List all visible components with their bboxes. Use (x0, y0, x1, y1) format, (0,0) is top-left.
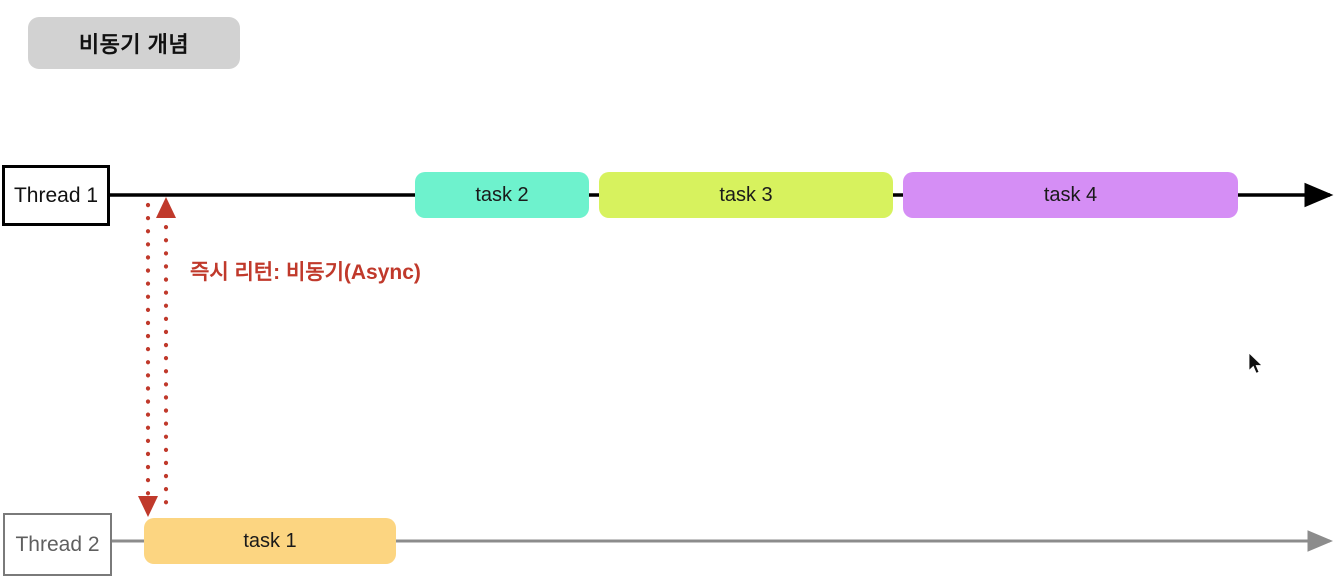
title-badge: 비동기 개념 (28, 17, 240, 69)
async-annotation-text: 즉시 리턴: 비동기(Async) (190, 261, 421, 284)
task-block-task-2: task 2 (415, 172, 589, 218)
task-block-label: task 1 (243, 530, 297, 552)
thread-1-label-box: Thread 1 (2, 165, 110, 226)
task-block-task-4: task 4 (903, 172, 1238, 218)
thread-2-label-box: Thread 2 (3, 513, 112, 576)
async-return-up-arrowhead (156, 197, 176, 218)
task-block-label: task 3 (719, 184, 773, 206)
thread-1-label: Thread 1 (13, 184, 99, 207)
task-block-label: task 2 (475, 184, 529, 206)
async-call-down-arrowhead (138, 496, 158, 517)
task-block-task-3: task 3 (599, 172, 893, 218)
title-badge-label: 비동기 개념 (78, 32, 190, 57)
task-block-label: task 4 (1043, 184, 1098, 206)
task-block-task-1: task 1 (144, 518, 396, 564)
thread-2-label: Thread 2 (15, 533, 100, 556)
